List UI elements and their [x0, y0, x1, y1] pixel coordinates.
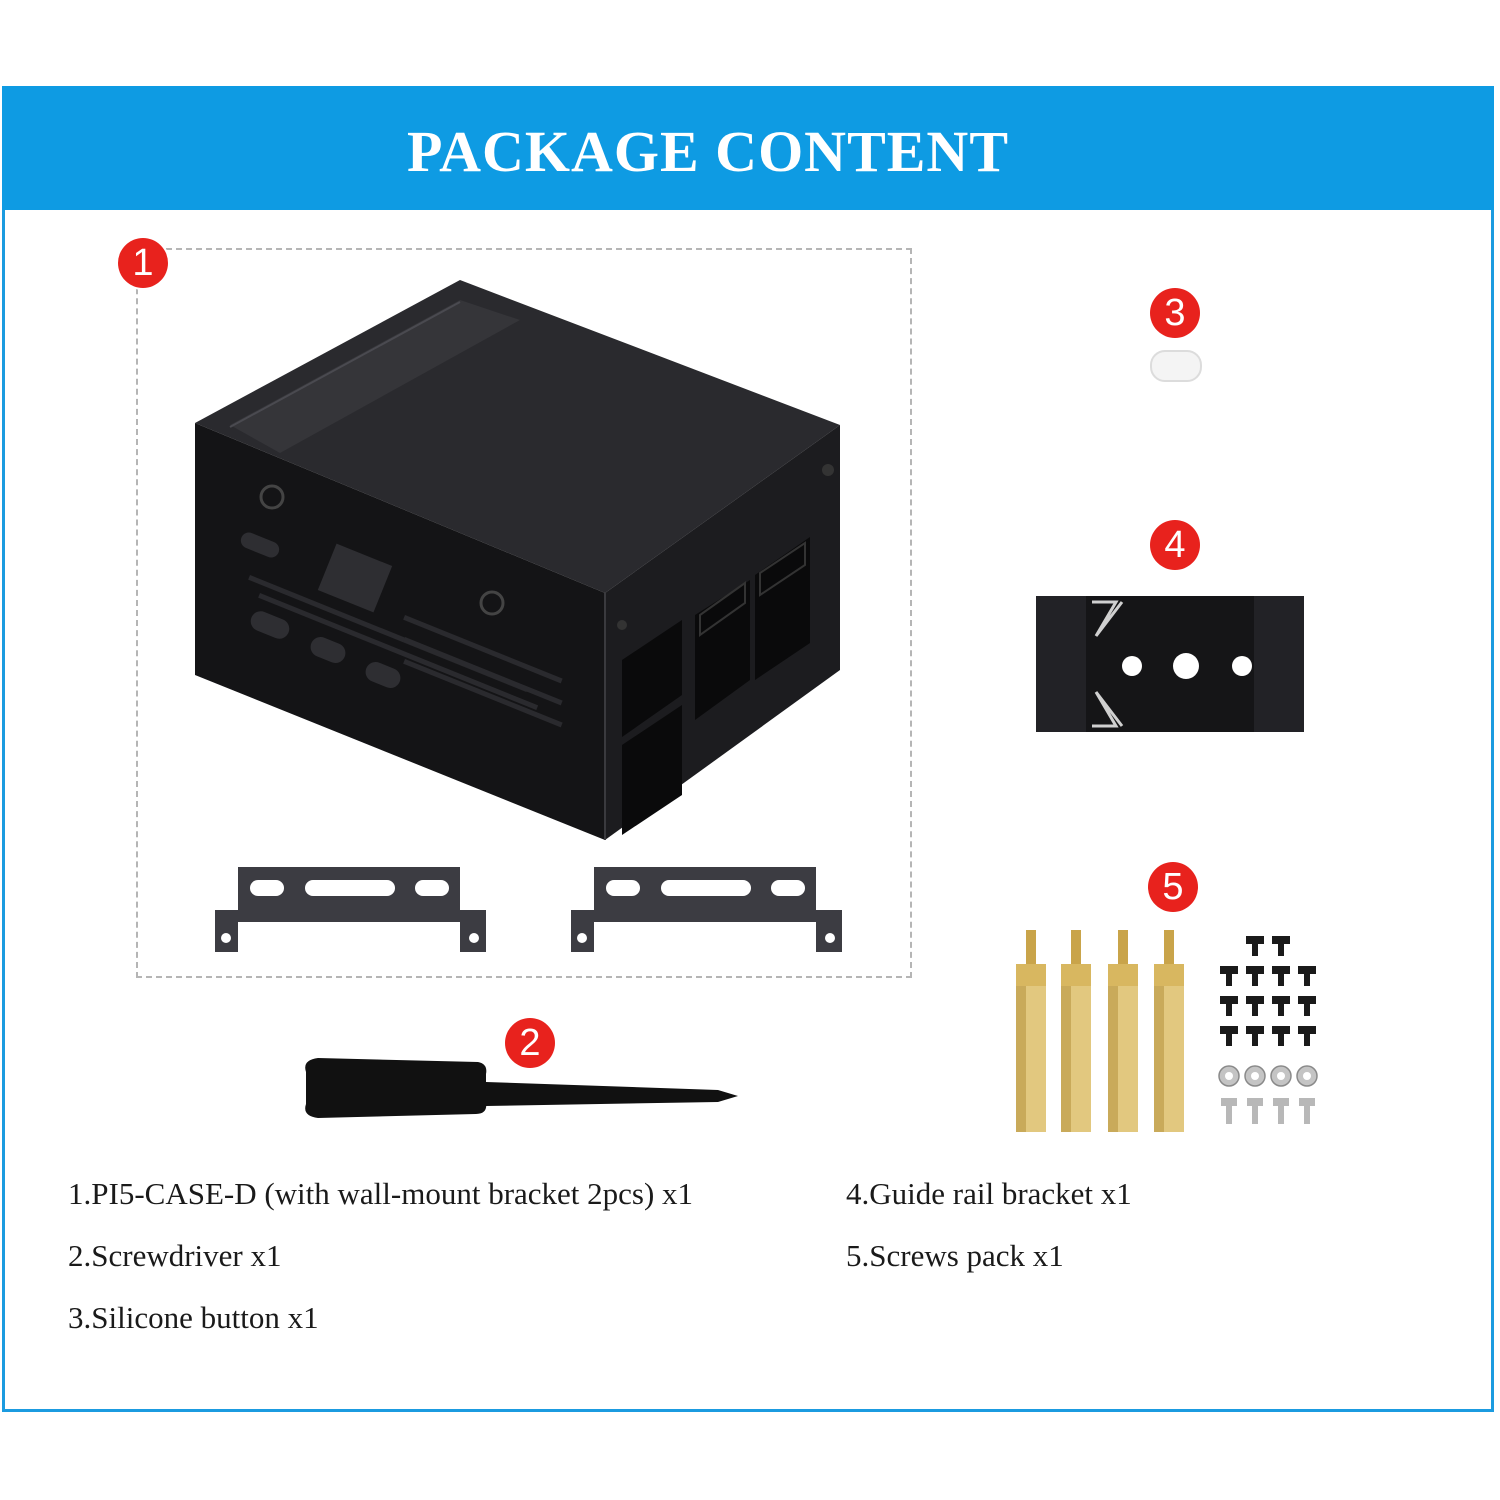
screwdriver-icon — [305, 1058, 738, 1118]
screws-pack-icon — [1016, 930, 1318, 1132]
header-banner: PACKAGE CONTENT — [2, 86, 1494, 210]
page-title: PACKAGE CONTENT — [406, 119, 1010, 184]
metal-case-icon — [195, 280, 840, 840]
content-item-2: 2.Screwdriver x1 — [68, 1238, 282, 1273]
badge-1: 1 — [118, 238, 168, 288]
silicone-button-icon — [1150, 350, 1202, 382]
badge-2: 2 — [505, 1018, 555, 1068]
badge-5: 5 — [1148, 862, 1198, 912]
case-group-outline — [136, 248, 912, 978]
content-item-3: 3.Silicone button x1 — [68, 1300, 319, 1335]
content-item-1: 1.PI5-CASE-D (with wall-mount bracket 2p… — [68, 1176, 694, 1211]
badge-3: 3 — [1150, 288, 1200, 338]
badge-4: 4 — [1150, 520, 1200, 570]
content-frame — [2, 86, 1494, 1412]
wall-bracket-icon — [571, 867, 842, 952]
content-item-4: 4.Guide rail bracket x1 — [846, 1176, 1132, 1211]
content-item-5: 5.Screws pack x1 — [846, 1238, 1064, 1273]
wall-bracket-icon — [215, 867, 486, 952]
guide-rail-bracket-icon — [1036, 596, 1304, 732]
